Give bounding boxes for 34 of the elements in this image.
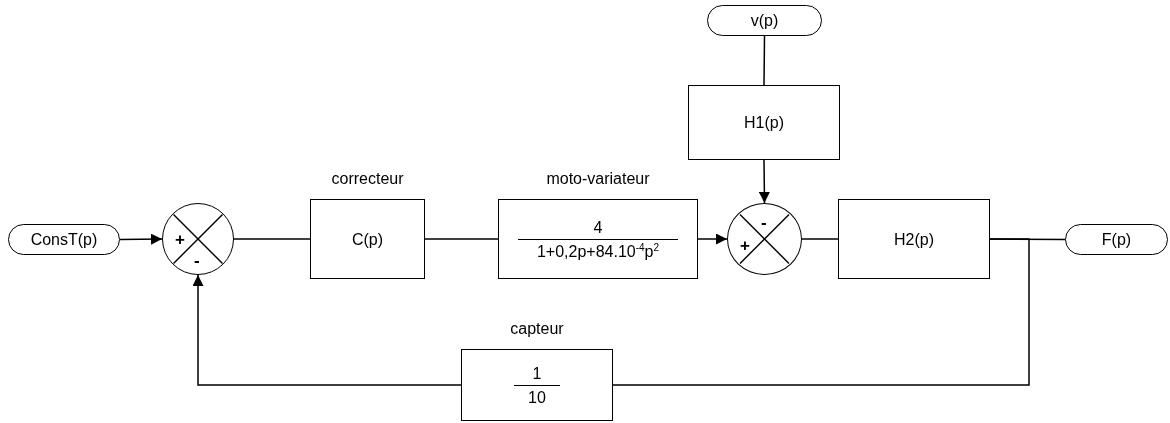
sign-label: + [175, 231, 185, 248]
signal-terminal [8, 224, 120, 255]
connector-arrow [119, 233, 163, 245]
transfer-function-block [688, 85, 840, 160]
connector-line [233, 238, 311, 240]
sign-label: - [194, 252, 200, 269]
connector-arrow [758, 159, 770, 204]
block-text: H1(p) [744, 113, 784, 132]
sign-label: - [761, 214, 767, 231]
transfer-function-block [838, 199, 990, 279]
block-caption: correcteur [331, 170, 404, 188]
transfer-function-block [310, 199, 425, 279]
block-caption: capteur [510, 320, 564, 338]
transfer-function-block [498, 199, 698, 279]
block-caption: moto-variateur [546, 170, 650, 188]
connector-line [612, 238, 1030, 386]
connector-line [763, 35, 766, 86]
block-text: C(p) [351, 229, 384, 249]
connector-arrow [697, 233, 728, 245]
numerator-text: 4 [593, 217, 603, 237]
denominator-text: 1+0,2p+84.10$^{-4}$p$^{2}$ [536, 241, 660, 261]
signal-terminal [1065, 224, 1168, 255]
block-text: v(p) [750, 11, 779, 30]
transfer-function-block [461, 349, 613, 421]
block-text: F(p) [1101, 230, 1132, 249]
numerator-text: 1 [532, 363, 542, 383]
connector-arrow [192, 274, 462, 386]
signal-terminal [707, 5, 822, 36]
connector-line [801, 238, 839, 240]
sign-label: + [740, 237, 750, 254]
denominator-text: 10 [528, 387, 546, 407]
block-text: ConsT(p) [30, 230, 98, 249]
connector-line [424, 238, 499, 240]
block-text: H2(p) [894, 229, 934, 249]
